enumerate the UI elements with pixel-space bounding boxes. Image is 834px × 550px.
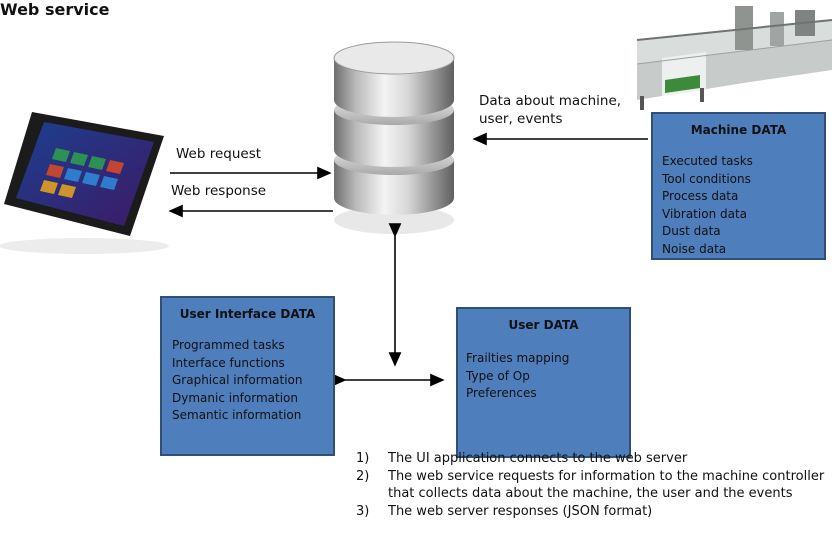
web-service-title: Web service [0,0,110,19]
tablet-icon [0,112,169,254]
user-data-title: User DATA [508,318,579,332]
machine-data-label-line2: user, events [479,111,563,127]
user-interface-data-item: Semantic information [172,408,302,422]
machine-data-box: Machine DATA Executed tasks Tool conditi… [651,112,826,260]
web-response-label: Web response [171,183,267,199]
user-data-box: User DATA Frailties mapping Type of Op P… [456,307,631,458]
user-interface-data-box: User Interface DATA Programmed tasks Int… [160,296,335,456]
step-item: 3) The web server responses (JSON format… [356,503,826,521]
machine-data-item: Process data [662,189,739,203]
step-text: The web server responses (JSON format) [388,503,653,519]
step-number: 2) [356,468,370,484]
step-item: 2) The web service requests for informat… [356,468,826,503]
user-interface-data-item: Interface functions [172,355,285,370]
machine-data-item: Dust data [662,224,721,238]
step-number: 3) [356,503,370,519]
user-interface-data-item: Graphical information [172,373,303,387]
user-data-item: Type of Op [466,368,530,383]
step-item: 1) The UI application connects to the we… [356,450,826,468]
user-interface-data-title: User Interface DATA [179,307,316,321]
machine-data-item: Executed tasks [662,154,753,168]
machine-data-label-line1: Data about machine, [479,93,622,109]
machine-data-item: Tool conditions [662,171,751,186]
machine-data-item: Noise data [662,241,727,256]
step-text: The UI application connects to the web s… [388,451,688,466]
user-interface-data-item: Programmed tasks [172,338,285,352]
machine-icon [636,6,833,110]
steps-list: 1) The UI application connects to the we… [356,450,826,520]
machine-data-title: Machine DATA [690,123,787,137]
machine-data-item: Vibration data [662,206,748,221]
web-request-label: Web request [176,146,262,162]
user-data-item: Preferences [466,386,537,400]
machine-data-label: Data about machine, user, events [479,92,621,128]
user-interface-data-item: Dymanic information [172,390,298,405]
step-text: The web service requests for information… [388,468,825,502]
user-data-item: Frailties mapping [466,351,570,365]
step-number: 1) [356,451,370,466]
database-server-icon [333,41,455,234]
